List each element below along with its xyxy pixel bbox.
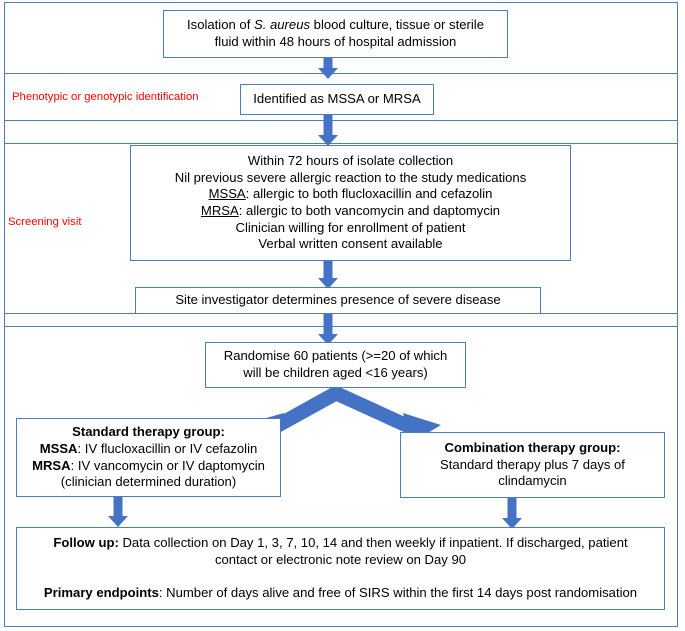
node-identified: Identified as MSSA or MRSA bbox=[240, 84, 434, 115]
combination-therapy-line3: clindamycin bbox=[498, 473, 567, 489]
arrow-identified-to-screening bbox=[308, 114, 348, 146]
node-combination-therapy: Combination therapy group: Standard ther… bbox=[400, 432, 665, 498]
criteria-line-3: MSSA: allergic to both flucloxacillin an… bbox=[208, 186, 493, 202]
node-isolation-line1: Isolation of S. aureus blood culture, ti… bbox=[187, 17, 484, 33]
node-randomise: Randomise 60 patients (>=20 of which wil… bbox=[205, 342, 466, 388]
arrow-combination-to-outcomes bbox=[492, 497, 532, 529]
standard-therapy-mrsa: MRSA: IV vancomycin or IV daptomycin bbox=[32, 457, 265, 473]
node-randomise-line2: will be children aged <16 years) bbox=[243, 365, 428, 380]
arrow-standard-to-outcomes bbox=[98, 495, 138, 527]
criteria-line-2: Nil previous severe allergic reaction to… bbox=[174, 169, 527, 185]
node-isolation-line2: fluid within 48 hours of hospital admiss… bbox=[214, 34, 457, 49]
node-identified-line1: Identified as MSSA or MRSA bbox=[253, 91, 421, 107]
node-isolation: Isolation of S. aureus blood culture, ti… bbox=[163, 10, 508, 58]
criteria-line-4: MRSA: allergic to both vancomycin and da… bbox=[200, 203, 501, 218]
arrow-severe-to-randomise bbox=[308, 313, 348, 345]
node-screening-criteria: Within 72 hours of isolate collection Ni… bbox=[130, 145, 571, 261]
arrow-screening-to-severe bbox=[308, 260, 348, 289]
stage-label-screening: Screening visit bbox=[8, 216, 82, 228]
criteria-line-1: Within 72 hours of isolate collection bbox=[247, 153, 454, 169]
combination-therapy-title: Combination therapy group: bbox=[444, 440, 621, 456]
outcomes-followup: Follow up: Data collection on Day 1, 3, … bbox=[53, 535, 628, 567]
standard-therapy-mssa: MSSA: IV flucloxacillin or IV cefazolin bbox=[39, 440, 258, 456]
criteria-line-6: Verbal written consent available bbox=[258, 236, 443, 252]
node-severe-disease: Site investigator determines presence of… bbox=[135, 287, 541, 314]
stage-label-phenotypic: Phenotypic or genotypic identification bbox=[12, 91, 199, 103]
standard-therapy-title: Standard therapy group: bbox=[72, 424, 225, 440]
node-severe-disease-line1: Site investigator determines presence of… bbox=[175, 292, 501, 308]
standard-therapy-duration: (clinician determined duration) bbox=[60, 474, 237, 490]
combination-therapy-line2: Standard therapy plus 7 days of bbox=[440, 456, 625, 472]
node-standard-therapy: Standard therapy group: MSSA: IV fluclox… bbox=[16, 418, 281, 497]
criteria-line-5: Clinician willing for enrollment of pati… bbox=[235, 219, 466, 235]
arrow-randomise-to-combination bbox=[327, 385, 441, 443]
node-outcomes: Follow up: Data collection on Day 1, 3, … bbox=[16, 527, 665, 610]
arrow-isolation-to-identified bbox=[308, 57, 348, 79]
outcomes-endpoints: Primary endpoints: Number of days alive … bbox=[43, 585, 638, 601]
node-randomise-line1: Randomise 60 patients (>=20 of which bbox=[223, 348, 448, 364]
